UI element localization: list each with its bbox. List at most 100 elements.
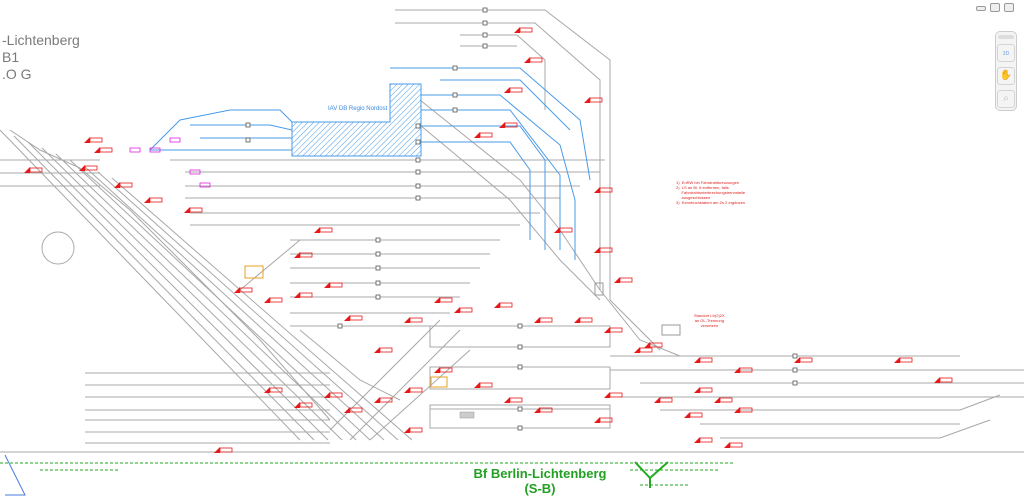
track-line <box>419 99 601 291</box>
signal-triangle <box>634 347 640 353</box>
signal-box <box>519 27 533 33</box>
signal-box <box>609 392 623 398</box>
signal-triangle <box>614 277 620 283</box>
minimize-button[interactable] <box>976 6 986 11</box>
signal-box <box>409 387 423 393</box>
track-marker <box>375 237 381 243</box>
track-line <box>9 129 331 421</box>
signal-box <box>579 317 593 323</box>
signal-triangle <box>934 377 940 383</box>
signal-box <box>799 357 813 363</box>
signal-box <box>729 442 743 448</box>
signal-box <box>299 292 313 298</box>
track-marker <box>452 65 458 71</box>
signal-triangle <box>604 392 610 398</box>
signal-triangle <box>504 87 510 93</box>
signal-triangle <box>474 132 480 138</box>
signal-triangle <box>264 387 270 393</box>
signal-box <box>699 387 713 393</box>
track-marker <box>792 380 798 386</box>
signal-triangle <box>434 367 440 373</box>
signal-box <box>329 282 343 288</box>
remarks-note: 1) EnRW bei Fahrdrahtkreuzungen 2) LS an… <box>676 180 746 205</box>
misc-shapes <box>4 265 681 496</box>
signal-triangle <box>794 357 800 363</box>
track-line <box>349 329 461 441</box>
orange-box <box>244 265 264 279</box>
restore-button[interactable] <box>990 3 1000 12</box>
signal-box <box>509 87 523 93</box>
track-marker <box>482 7 488 13</box>
signal-triangle <box>404 317 410 323</box>
track-line <box>111 177 413 441</box>
pan-hand-icon[interactable]: ✋ <box>997 67 1015 85</box>
track-marker <box>517 425 523 431</box>
track-marker <box>415 123 421 129</box>
track-marker <box>375 265 381 271</box>
signal-triangle <box>534 407 540 413</box>
track-line <box>369 349 471 441</box>
signal-box <box>539 317 553 323</box>
signal-box <box>149 197 163 203</box>
track-line <box>419 124 601 301</box>
signal-triangle <box>584 97 590 103</box>
signal-box <box>689 412 703 418</box>
signal-box <box>409 317 423 323</box>
magenta-marker <box>199 182 211 188</box>
track-marker <box>375 280 381 286</box>
orbit-3d-label: 3D <box>1002 51 1010 57</box>
signal-triangle <box>264 297 270 303</box>
track-line <box>939 419 991 439</box>
track-marker <box>375 294 381 300</box>
platform <box>429 325 611 348</box>
signal-triangle <box>294 252 300 258</box>
depot-label: IAV DB Regio Nordost <box>328 106 388 112</box>
signal-triangle <box>404 387 410 393</box>
signal-triangle <box>434 297 440 303</box>
signal-triangle <box>694 437 700 443</box>
signal-triangle <box>374 347 380 353</box>
platform <box>429 366 611 390</box>
north-arrow <box>4 454 26 496</box>
magenta-marker <box>169 137 181 143</box>
signal-triangle <box>554 227 560 233</box>
title-line-2: B1 <box>2 49 20 65</box>
signal-triangle <box>734 407 740 413</box>
track-line <box>0 129 301 441</box>
signals <box>24 27 953 453</box>
track-line <box>239 239 301 291</box>
track-line <box>609 299 661 351</box>
depot-hatched-area[interactable] <box>291 83 422 157</box>
signal-box <box>99 147 113 153</box>
signal-triangle <box>24 167 30 173</box>
station-name: Bf Berlin-Lichtenberg <box>473 466 607 481</box>
close-button[interactable] <box>1004 3 1014 12</box>
signal-triangle <box>594 187 600 193</box>
signal-triangle <box>294 402 300 408</box>
signal-triangle <box>374 397 380 403</box>
magenta-marker <box>129 147 141 153</box>
track-marker <box>415 195 421 201</box>
track-line <box>395 9 611 300</box>
orbit-3d-icon[interactable]: 3D <box>997 44 1015 62</box>
track-line <box>13 135 315 441</box>
station-sub: (S-B) <box>524 481 556 496</box>
signal-box <box>529 57 543 63</box>
gray-box <box>661 324 681 336</box>
track-line <box>329 319 441 431</box>
magenta-marker <box>189 169 201 175</box>
track-marker <box>482 43 488 49</box>
track-line <box>421 141 531 240</box>
signal-triangle <box>404 427 410 433</box>
zoom-window-icon[interactable]: ⌕ <box>997 90 1015 108</box>
title-line-3: .O G <box>2 66 32 82</box>
signal-box <box>269 297 283 303</box>
track-line <box>421 125 546 250</box>
sbahn-tracks <box>0 462 735 486</box>
signal-triangle <box>604 327 610 333</box>
track-line <box>97 171 399 441</box>
track-markers <box>245 7 798 431</box>
navbar-grip[interactable] <box>998 35 1014 39</box>
signal-triangle <box>214 447 220 453</box>
